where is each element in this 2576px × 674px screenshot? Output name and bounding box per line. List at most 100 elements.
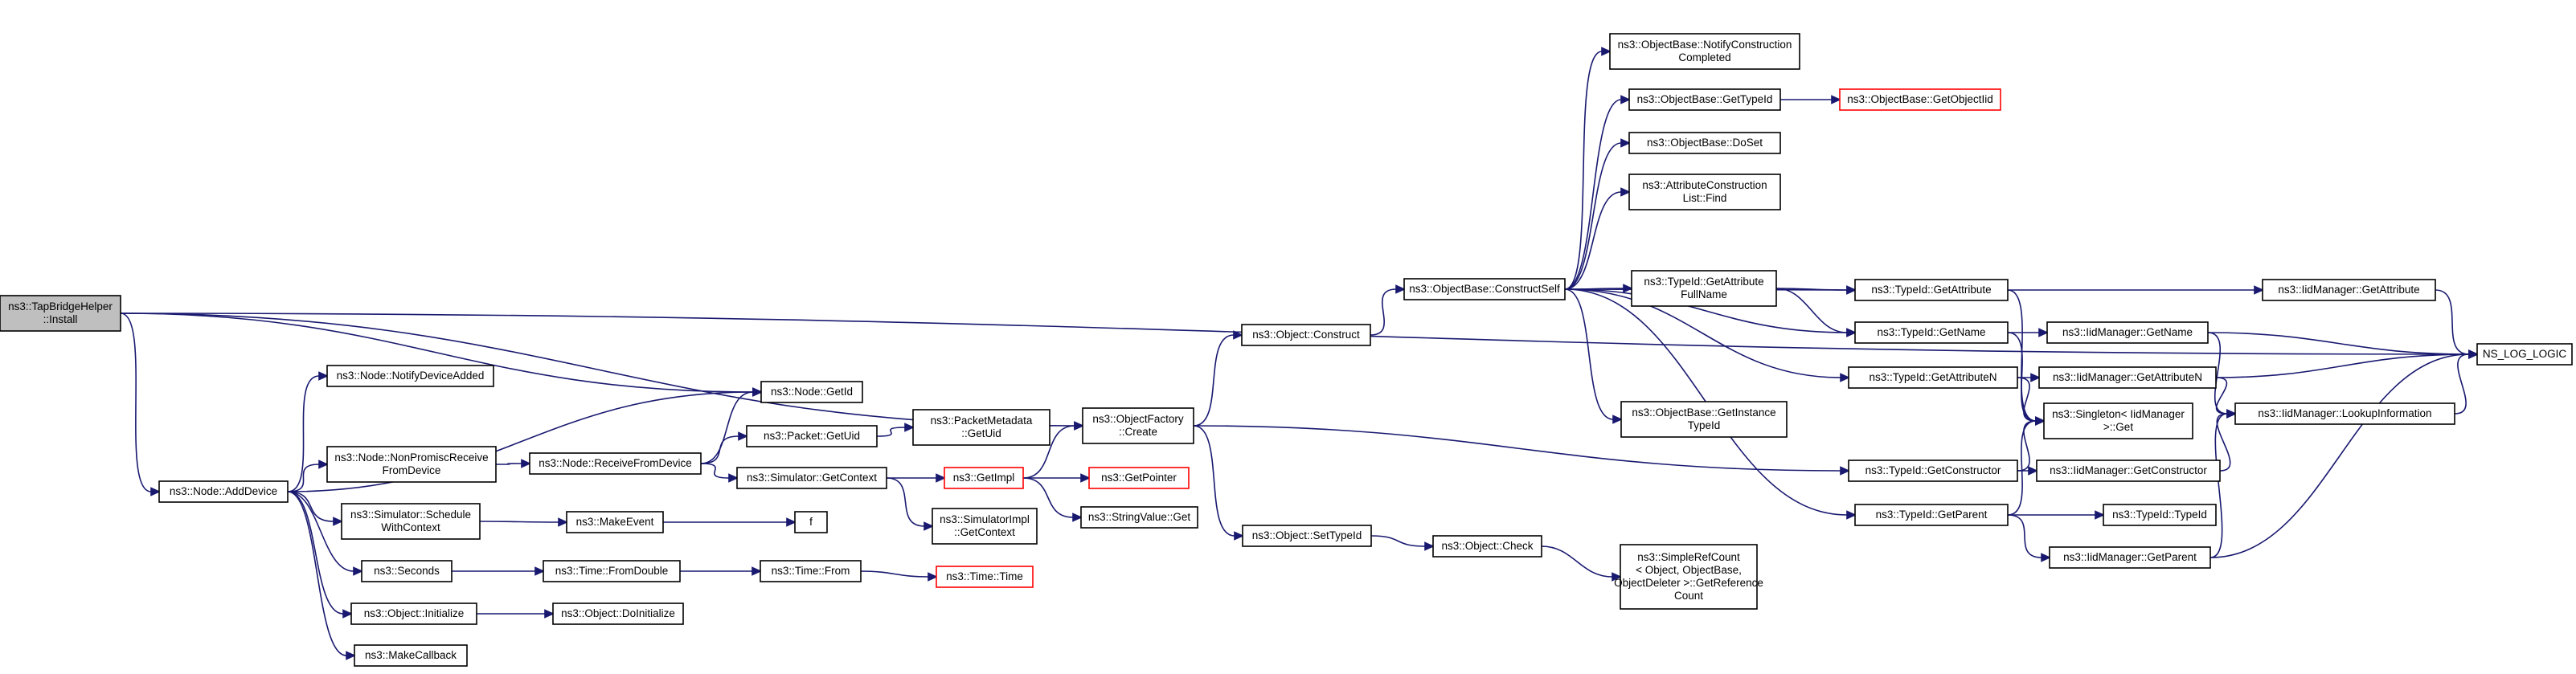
node-addDevice[interactable]: ns3::Node::AddDevice — [158, 480, 289, 503]
node-singletonGet[interactable]: ns3::Singleton< IidManager>::Get — [2043, 402, 2193, 439]
edge-line — [2215, 353, 2470, 378]
node-objDoInitialize[interactable]: ns3::Object::DoInitialize — [552, 603, 684, 625]
edge-objConstruct-to-constructSelf — [1370, 284, 1406, 336]
edge-nonPromisc-to-receiveFromDevice — [495, 459, 531, 468]
node-makeCallback[interactable]: ns3::MakeCallback — [354, 644, 468, 667]
node-box — [932, 508, 1038, 545]
node-iidGetConstructor[interactable]: ns3::IidManager::GetConstructor — [2036, 460, 2221, 482]
node-label: FullName — [1681, 288, 1727, 300]
edge-line — [120, 312, 754, 393]
arrowhead — [928, 572, 938, 582]
node-seconds[interactable]: ns3::Seconds — [361, 560, 453, 582]
edge-line — [1775, 288, 1848, 333]
node-label: ns3::Node::ReceiveFromDevice — [539, 457, 692, 469]
node-box — [1628, 132, 1781, 154]
node-iidGetAttribute[interactable]: ns3::IidManager::GetAttribute — [2262, 279, 2436, 301]
node-box — [1628, 174, 1781, 210]
node-label: TypeId — [1688, 419, 1721, 431]
node-label: >::Get — [2103, 421, 2133, 433]
node-f[interactable]: f — [794, 511, 828, 533]
edge-line — [287, 491, 347, 656]
edge-timeFrom-to-timeTime — [860, 570, 938, 582]
arrowhead — [346, 651, 356, 660]
node-tidGetAttribute[interactable]: ns3::TypeId::GetAttribute — [1854, 279, 2009, 301]
node-receiveFromDevice[interactable]: ns3::Node::ReceiveFromDevice — [529, 452, 702, 475]
edge-getImpl-to-getPointer — [1023, 473, 1091, 483]
node-objSetTypeId[interactable]: ns3::Object::SetTypeId — [1242, 525, 1372, 547]
node-getImpl[interactable]: ns3::GetImpl — [944, 467, 1024, 489]
node-label: ns3::ObjectBase::GetInstance — [1632, 406, 1775, 419]
node-tidGetAttributeN[interactable]: ns3::TypeId::GetAttributeN — [1848, 366, 2018, 389]
node-tidGetName[interactable]: ns3::TypeId::GetName — [1854, 321, 2009, 344]
node-label: ns3::Object::Initialize — [364, 607, 465, 619]
node-stringValueGet[interactable]: ns3::StringValue::Get — [1080, 506, 1198, 529]
node-root[interactable]: ns3::TapBridgeHelper::Install — [0, 295, 121, 332]
node-label: ::Create — [1119, 426, 1157, 438]
node-notifyDeviceAdded[interactable]: ns3::Node::NotifyDeviceAdded — [326, 365, 494, 387]
node-simImplGetContext[interactable]: ns3::SimulatorImpl::GetContext — [932, 508, 1038, 545]
node-tidGetParent[interactable]: ns3::TypeId::GetParent — [1854, 504, 2009, 526]
edge-line — [287, 391, 754, 492]
node-simpleRefCount[interactable]: ns3::SimpleRefCount< Object, ObjectBase,… — [1614, 544, 1763, 610]
node-iidGetAttributeN[interactable]: ns3::IidManager::GetAttributeN — [2038, 366, 2217, 389]
node-box — [2046, 321, 2209, 344]
node-fromDouble[interactable]: ns3::Time::FromDouble — [543, 560, 681, 582]
node-label: ns3::AttributeConstruction — [1642, 179, 1767, 191]
node-simGetContext[interactable]: ns3::Simulator::GetContext — [736, 467, 887, 489]
node-layer: ns3::TapBridgeHelper::Installns3::Node::… — [0, 33, 2573, 667]
node-iidGetParent[interactable]: ns3::IidManager::GetParent — [2049, 546, 2211, 569]
node-tidTypeId[interactable]: ns3::TypeId::TypeId — [2103, 504, 2217, 526]
arrowhead — [1620, 138, 1631, 148]
node-packetGetUid[interactable]: ns3::Packet::GetUid — [746, 425, 878, 447]
node-objConstruct[interactable]: ns3::Object::Construct — [1241, 324, 1371, 346]
node-obGetTypeId[interactable]: ns3::ObjectBase::GetTypeId — [1628, 88, 1781, 111]
arrowhead — [342, 609, 353, 619]
node-nodeGetId[interactable]: ns3::Node::GetId — [760, 381, 863, 403]
arrowhead — [904, 423, 915, 432]
node-box — [529, 452, 702, 475]
node-label: ns3::Node::NonPromiscReceive — [334, 451, 488, 464]
node-getPointer[interactable]: ns3::GetPointer — [1088, 467, 1190, 489]
node-tidGetConstructor[interactable]: ns3::TypeId::GetConstructor — [1848, 460, 2018, 482]
edge-addDevice-to-scheduleWithContext — [287, 491, 343, 526]
node-nsLogLogic[interactable]: NS_LOG_LOGIC — [2476, 343, 2573, 366]
edge-objSetTypeId-to-objCheck — [1370, 535, 1435, 551]
node-timeFrom[interactable]: ns3::Time::From — [760, 560, 862, 582]
edge-line — [287, 491, 354, 572]
node-objCheck[interactable]: ns3::Object::Check — [1432, 535, 1542, 558]
arrowhead — [1623, 284, 1633, 293]
node-label: ns3::Simulator::GetContext — [747, 472, 877, 484]
node-box — [1854, 504, 2009, 526]
edge-constructSelf-to-doSet — [1564, 138, 1631, 290]
node-iidGetName[interactable]: ns3::IidManager::GetName — [2046, 321, 2209, 344]
node-box — [760, 560, 862, 582]
node-box — [1854, 321, 2009, 344]
edge-line — [2017, 420, 2037, 472]
node-timeTime[interactable]: ns3::Time::Time — [936, 566, 1034, 588]
node-label: ns3::GetImpl — [953, 472, 1015, 484]
node-label: ns3::IidManager::LookupInformation — [2258, 407, 2431, 419]
node-box — [1848, 460, 2018, 482]
node-constructSelf[interactable]: ns3::ObjectBase::ConstructSelf — [1403, 278, 1566, 300]
node-doSet[interactable]: ns3::ObjectBase::DoSet — [1628, 132, 1781, 154]
node-objInitialize[interactable]: ns3::Object::Initialize — [350, 603, 477, 625]
edge-getAttrFullName-to-tidGetAttribute — [1775, 285, 1857, 295]
edge-simGetContext-to-getImpl — [887, 473, 946, 483]
node-packetMetaGetUid[interactable]: ns3::PacketMetadata::GetUid — [912, 409, 1050, 446]
node-getObjectIid[interactable]: ns3::ObjectBase::GetObjectIid — [1839, 88, 2001, 111]
node-label: ns3::TypeId::GetName — [1877, 326, 1985, 338]
node-box — [2043, 402, 2193, 439]
node-box — [944, 467, 1024, 489]
node-notifyConstruction[interactable]: ns3::ObjectBase::NotifyConstructionCompl… — [1609, 33, 1800, 70]
node-lookupInformation[interactable]: ns3::IidManager::LookupInformation — [2234, 402, 2455, 425]
edge-line — [2007, 332, 2037, 422]
node-makeEvent[interactable]: ns3::MakeEvent — [566, 511, 664, 533]
edge-line — [2007, 514, 2042, 558]
node-factoryCreate[interactable]: ns3::ObjectFactory::Create — [1082, 407, 1194, 444]
